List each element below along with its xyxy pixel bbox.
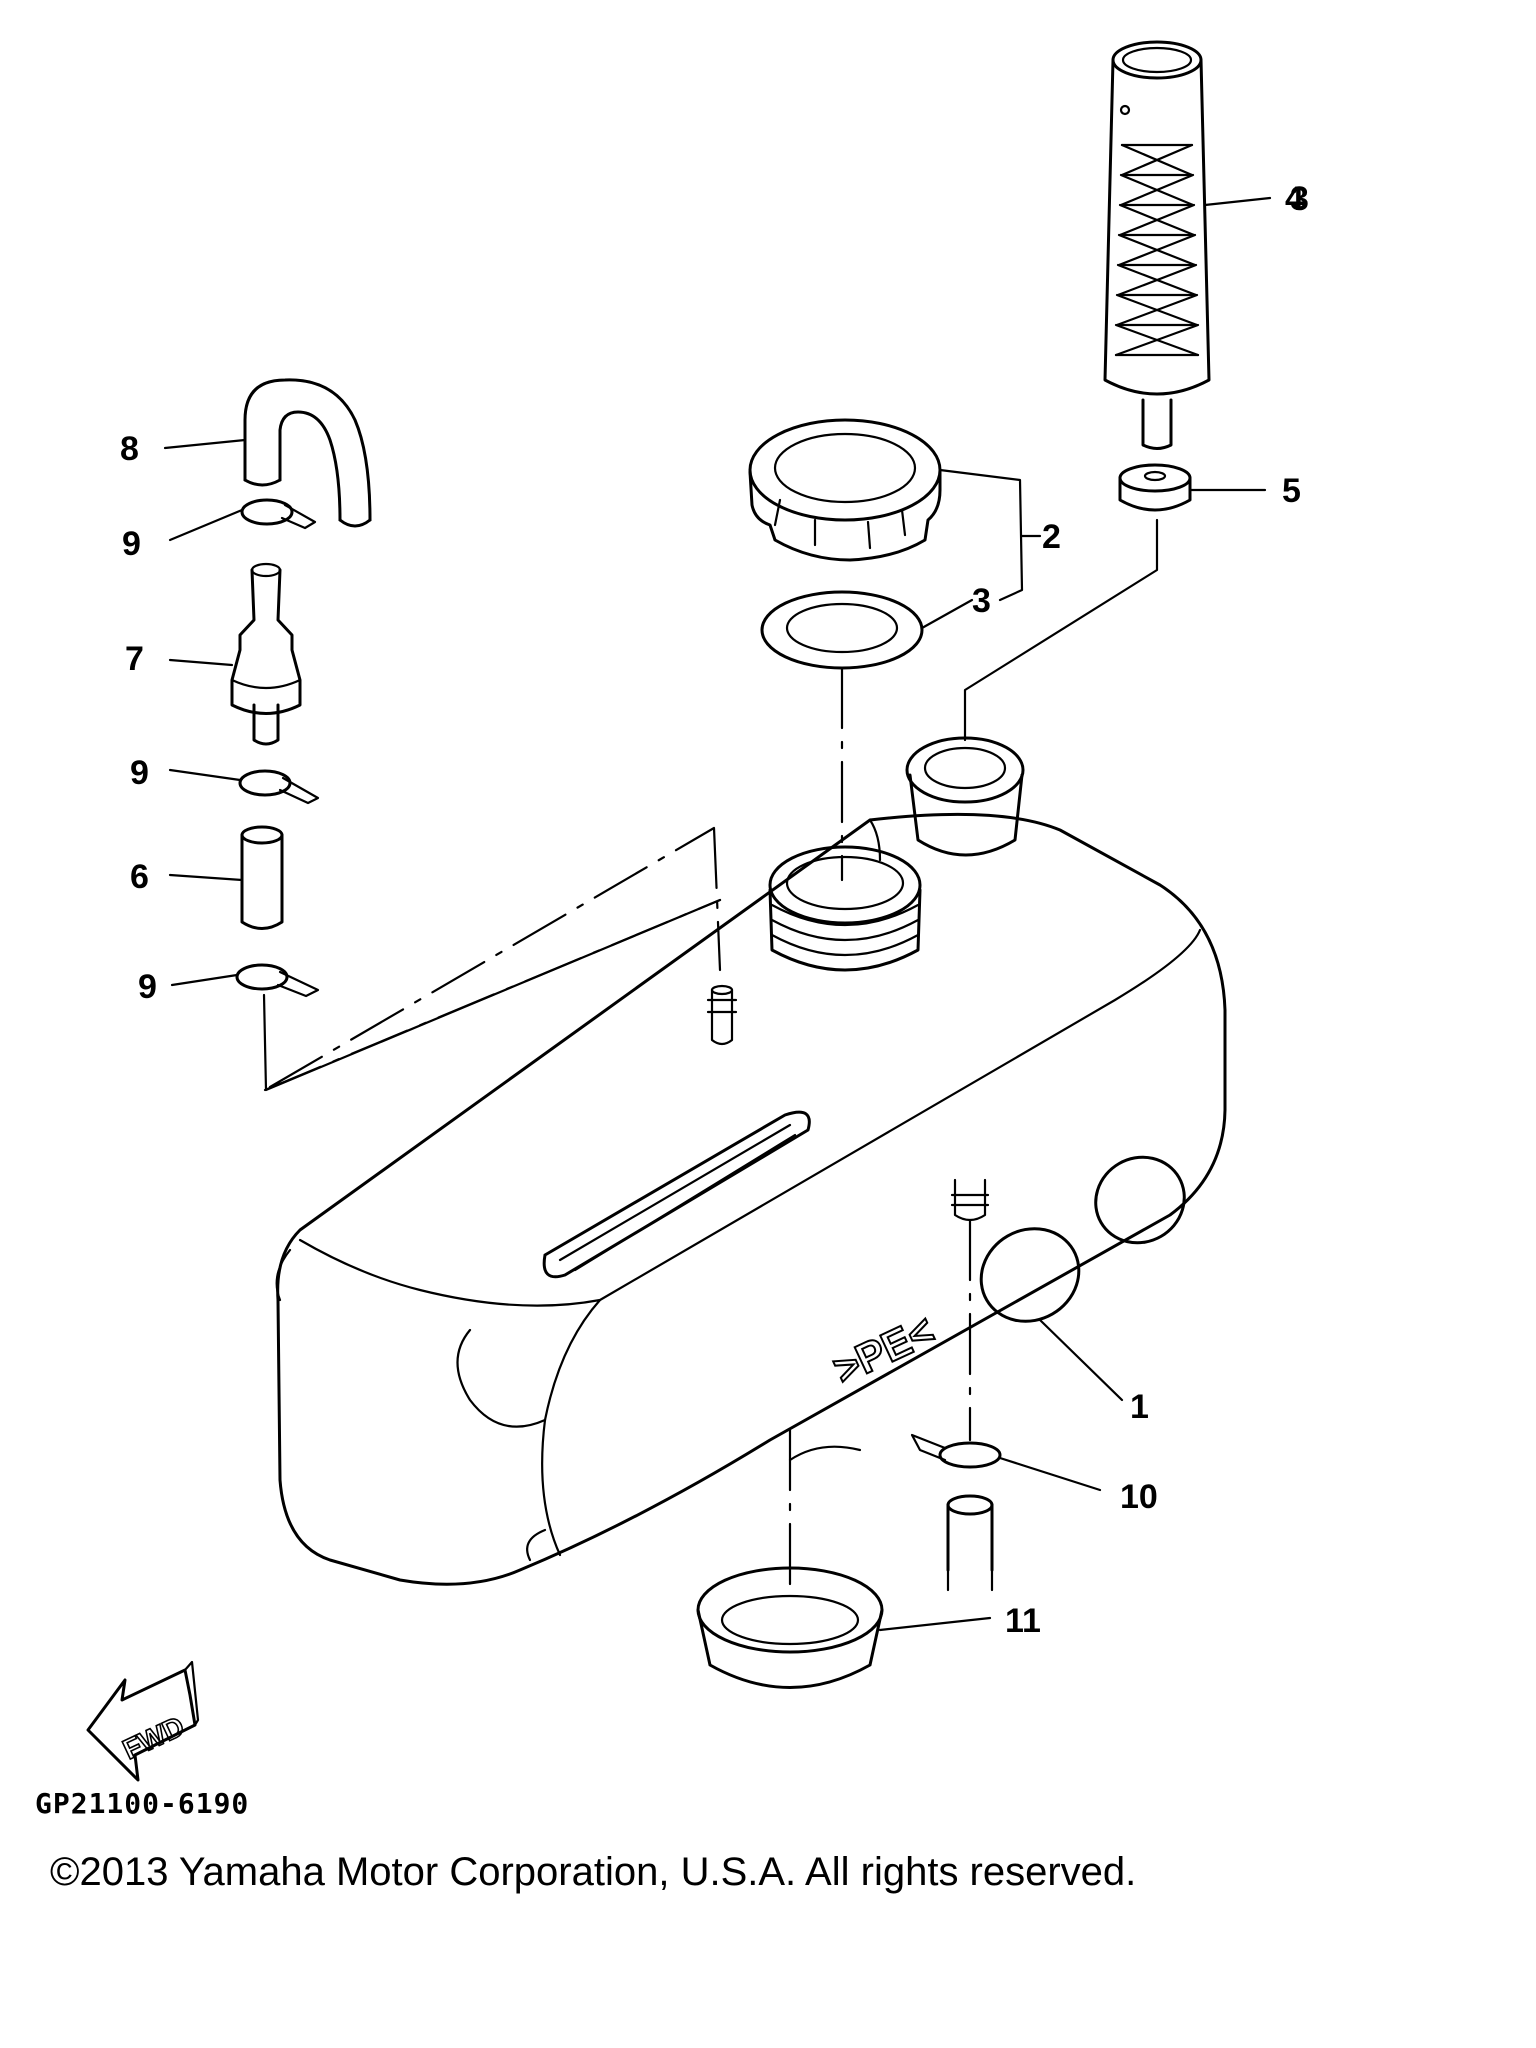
clip-part-9-middle (238, 769, 320, 805)
callout-8: 8 (120, 430, 139, 468)
fwd-label: FWD (118, 1710, 189, 1765)
fwd-arrow-icon: FWD (86, 1660, 200, 1782)
hose-part-8 (243, 378, 372, 528)
clip-part-9-upper (240, 498, 317, 530)
callout-11: 11 (1005, 1602, 1041, 1640)
tank-nipple-upper (706, 984, 738, 1046)
callout-7: 7 (125, 640, 144, 678)
assembly-line-strainer (963, 518, 1159, 742)
callout-6: 6 (130, 858, 149, 896)
callout-9-upper: 9 (122, 525, 141, 563)
fuel-filter-part-7 (230, 562, 302, 746)
tank-strainer-neck (905, 736, 1025, 857)
grommet-part-5 (1118, 463, 1192, 512)
tank-nipple-lower (950, 1178, 990, 1222)
copyright-text: ©2013 Yamaha Motor Corporation, U.S.A. A… (50, 1850, 1137, 1894)
clip-part-10 (910, 1433, 1002, 1469)
filler-cap-part-2 (748, 418, 942, 562)
callout-4: 3 (1290, 180, 1309, 218)
callout-10: 10 (1120, 1478, 1158, 1516)
fuel-tank-part-1 (275, 812, 1227, 1586)
gasket-part-3 (760, 590, 924, 670)
drawing-code: GP21100-6190 (35, 1787, 249, 1820)
callout-3: 3 (972, 582, 991, 620)
clip-part-9-lower (235, 963, 320, 998)
tank-filler-neck (768, 845, 922, 972)
cup-part-11 (696, 1566, 884, 1689)
hose-part-6 (240, 825, 284, 930)
leader-lines (163, 196, 1272, 1632)
callout-9-lower: 9 (138, 968, 157, 1006)
assembly-line-hose-dashed (263, 826, 722, 1092)
callout-2: 2 (1042, 518, 1061, 556)
callout-9-middle: 9 (130, 754, 149, 792)
callout-5: 5 (1282, 472, 1301, 510)
drain-hose (946, 1494, 994, 1592)
tank-marking: >PE< (826, 1306, 941, 1393)
strainer-part-4 (1103, 40, 1211, 450)
callout-4: 4 (1285, 180, 1304, 218)
callout-1: 1 (1130, 1388, 1149, 1426)
